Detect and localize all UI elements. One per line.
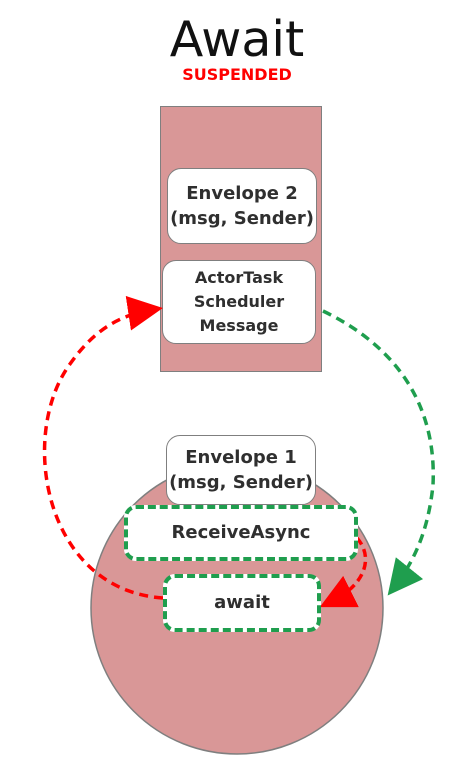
- envelope-2-box: Envelope 2 (msg, Sender): [167, 168, 317, 244]
- scheduler-message-line-3: Message: [199, 316, 279, 335]
- await-box: await: [163, 574, 321, 632]
- envelope-1-line-2: (msg, Sender): [169, 472, 313, 493]
- receive-async-box: ReceiveAsync: [124, 505, 358, 561]
- scheduler-message-line-2: Scheduler: [193, 292, 285, 311]
- envelope-1-line-1: Envelope 1: [185, 447, 297, 468]
- diagram-title: Await: [169, 11, 305, 68]
- receive-async-label: ReceiveAsync: [171, 522, 311, 543]
- envelope-2-line-1: Envelope 2: [186, 183, 298, 204]
- envelope-2-line-2: (msg, Sender): [170, 208, 314, 229]
- status-label: SUSPENDED: [182, 65, 292, 84]
- await-label: await: [214, 592, 270, 613]
- scheduler-message-box: ActorTask Scheduler Message: [162, 260, 316, 344]
- envelope-1-box: Envelope 1 (msg, Sender): [166, 435, 316, 505]
- scheduler-message-line-1: ActorTask: [194, 268, 284, 287]
